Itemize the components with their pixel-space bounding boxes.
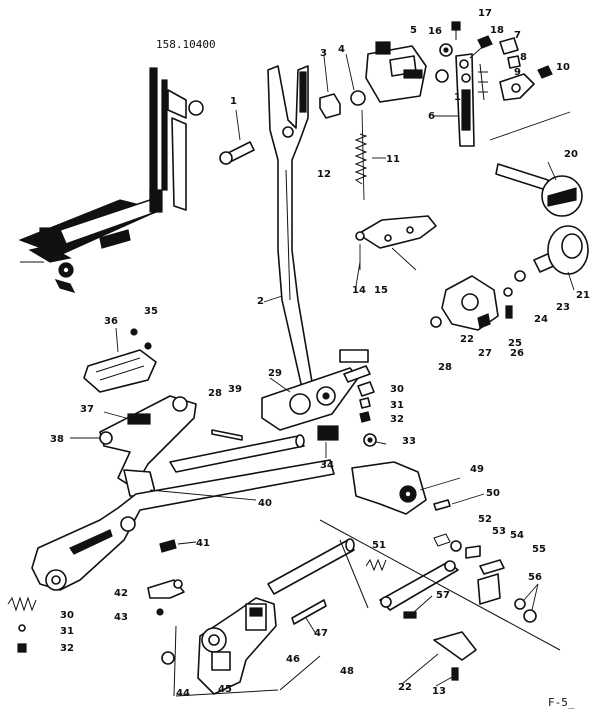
parts-44-48-assembly <box>161 538 355 697</box>
callout-7: 7 <box>514 30 521 41</box>
assembled-mechanism-illustration <box>18 67 204 293</box>
callout-5: 5 <box>410 25 417 36</box>
parts-35-39 <box>83 328 243 497</box>
callout-46: 46 <box>286 654 300 665</box>
part-29-bracket <box>261 349 377 447</box>
model-number: 158.10400 <box>156 38 216 51</box>
part-49-clamp <box>351 461 451 515</box>
callout-33: 33 <box>402 436 416 447</box>
callout-8: 8 <box>520 52 527 63</box>
callout-22b: 22 <box>398 682 412 693</box>
callout-34: 34 <box>320 460 334 471</box>
part-21-knob <box>533 225 589 275</box>
callout-36: 36 <box>104 316 118 327</box>
callout-4: 4 <box>338 44 345 55</box>
part-5-bracket <box>365 41 427 103</box>
callout-52: 52 <box>478 514 492 525</box>
callout-37: 37 <box>80 404 94 415</box>
callout-leader-lines <box>70 161 575 687</box>
small-hardware-upper <box>435 21 553 101</box>
callout-47: 47 <box>314 628 328 639</box>
cam-assembly-parts <box>430 270 526 331</box>
callout-40: 40 <box>258 498 272 509</box>
callout-23: 23 <box>556 302 570 313</box>
callout-2: 2 <box>257 296 264 307</box>
callout-3: 3 <box>320 48 327 59</box>
parts-51-57 <box>319 519 561 681</box>
callout-26: 26 <box>510 348 524 359</box>
part-14-plate <box>355 215 437 271</box>
callout-35: 35 <box>144 306 158 317</box>
part-4-ball <box>345 53 366 106</box>
part-3-block <box>319 55 341 119</box>
callout-18: 18 <box>490 25 504 36</box>
callout-19: 19 <box>454 92 468 103</box>
callout-56: 56 <box>528 572 542 583</box>
callout-30a: 30 <box>390 384 404 395</box>
callout-labels: 1 2 3 4 5 6 7 8 9 10 11 12 13 14 15 16 1… <box>50 8 590 699</box>
callout-21: 21 <box>576 290 590 301</box>
part-1-screw <box>219 109 255 165</box>
callout-20: 20 <box>564 149 578 160</box>
part-11-spring <box>354 109 386 201</box>
callout-50: 50 <box>486 488 500 499</box>
part-2-lever <box>267 65 313 389</box>
callout-31b: 31 <box>60 626 74 637</box>
callout-32b: 32 <box>60 643 74 654</box>
callout-14: 14 <box>352 285 366 296</box>
callout-11: 11 <box>386 154 400 165</box>
callout-57: 57 <box>436 590 450 601</box>
callout-9: 9 <box>514 67 521 78</box>
callout-44: 44 <box>176 688 190 699</box>
callout-54: 54 <box>510 530 524 541</box>
callout-45: 45 <box>218 684 232 695</box>
callout-17: 17 <box>478 8 492 19</box>
callout-28a: 28 <box>438 362 452 373</box>
part-20-knob <box>489 111 583 217</box>
parts-30-32-left <box>7 596 37 653</box>
callout-28b: 28 <box>208 388 222 399</box>
callout-10: 10 <box>556 62 570 73</box>
callout-49: 49 <box>470 464 484 475</box>
callout-16: 16 <box>428 26 442 37</box>
callout-22a: 22 <box>460 334 474 345</box>
callout-43: 43 <box>114 612 128 623</box>
callout-42: 42 <box>114 588 128 599</box>
callout-15: 15 <box>374 285 388 296</box>
callout-24: 24 <box>534 314 548 325</box>
parts-41-43 <box>147 539 185 616</box>
callout-29: 29 <box>268 368 282 379</box>
callout-1: 1 <box>230 96 237 107</box>
callout-38: 38 <box>50 434 64 445</box>
part-40-shaft <box>31 434 335 591</box>
callout-41: 41 <box>196 538 210 549</box>
callout-12: 12 <box>317 169 331 180</box>
page-code: F-5_ <box>548 696 575 709</box>
callout-48: 48 <box>340 666 354 677</box>
callout-55: 55 <box>532 544 546 555</box>
callout-39: 39 <box>228 384 242 395</box>
callout-6: 6 <box>428 111 435 122</box>
callout-51: 51 <box>372 540 386 551</box>
callout-27: 27 <box>478 348 492 359</box>
callout-25: 25 <box>508 338 522 349</box>
callout-31a: 31 <box>390 400 404 411</box>
callout-30b: 30 <box>60 610 74 621</box>
callout-13: 13 <box>432 686 446 697</box>
callout-53: 53 <box>492 526 506 537</box>
callout-32a: 32 <box>390 414 404 425</box>
